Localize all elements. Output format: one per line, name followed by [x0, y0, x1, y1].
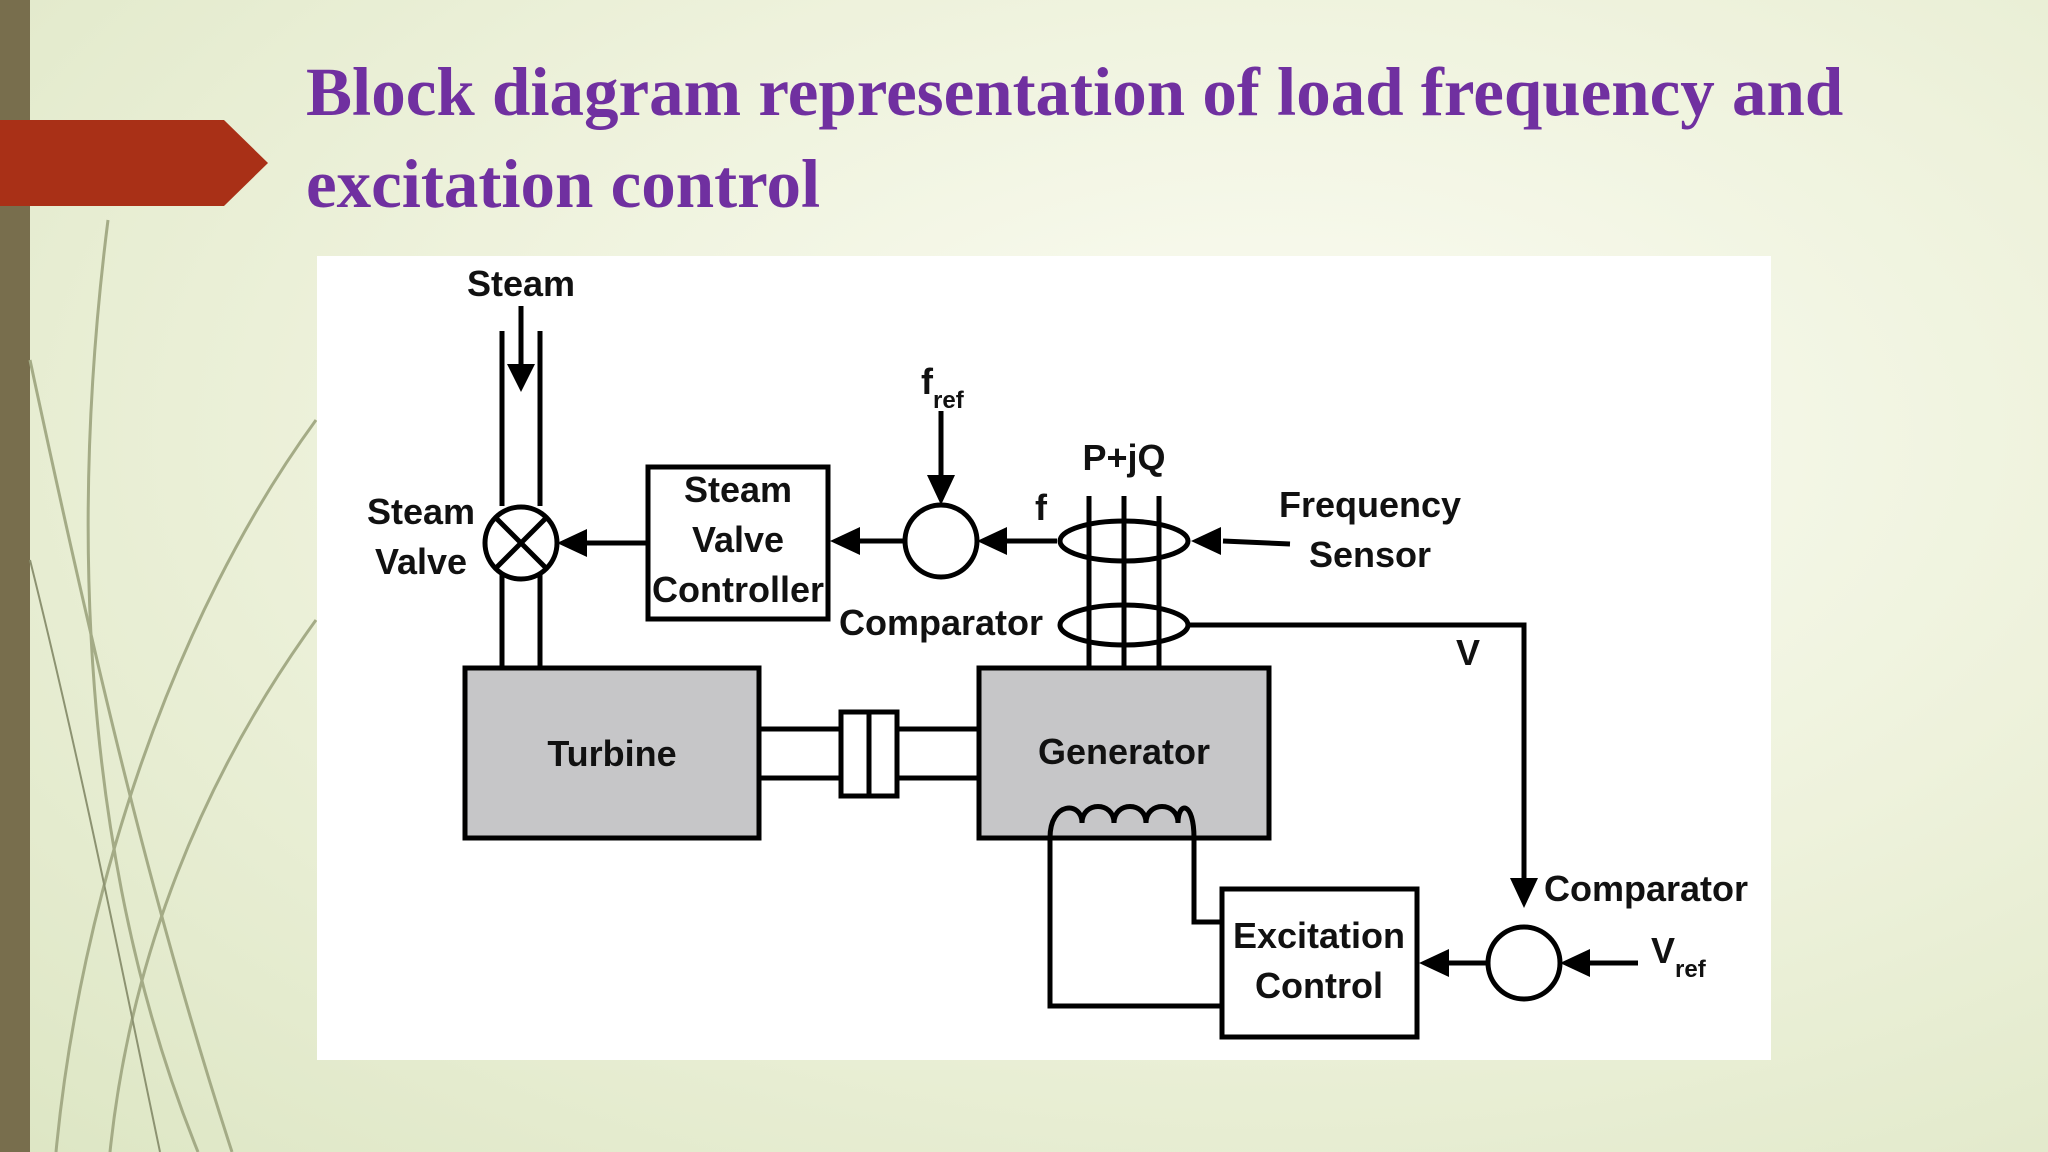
slide-title: Block diagram representation of load fre…	[306, 54, 1844, 222]
excitation-label-line2: Control	[1255, 965, 1383, 1006]
diagram-panel: Steam Steam Valve Steam Valve Controller…	[317, 256, 1771, 1060]
controller-label-line2: Valve	[692, 519, 784, 560]
frequency-signal-label: f	[1035, 487, 1048, 528]
field-wire-left	[1047, 838, 1222, 1009]
steam-label: Steam	[467, 263, 575, 304]
generator-label: Generator	[1038, 731, 1210, 772]
controller-to-valve-arrowhead	[557, 529, 587, 557]
steam-valve-symbol	[482, 504, 560, 582]
excitation-control-block	[1219, 886, 1420, 1040]
voltage-feedback-arrowhead	[1510, 878, 1538, 908]
voltage-signal-label: V	[1456, 632, 1480, 673]
fref-input-arrowhead	[927, 475, 955, 505]
title-accent-arrow	[0, 120, 268, 206]
shaft-coupling	[759, 709, 979, 799]
comparator-top-label: Comparator	[839, 602, 1043, 643]
vref-input-arrowhead	[1560, 949, 1590, 977]
field-wire-right	[1191, 838, 1222, 925]
voltage-comparator	[1485, 924, 1563, 1002]
frequency-sensor-line	[1222, 538, 1291, 547]
block-diagram: Steam Steam Valve Steam Valve Controller…	[367, 263, 1748, 1040]
pq-label: P+jQ	[1082, 437, 1165, 478]
turbine-label: Turbine	[547, 733, 676, 774]
steam-valve-label-line2: Valve	[375, 541, 467, 582]
frequency-sensor-arrowhead	[1191, 527, 1221, 555]
decorative-grass-lines	[28, 219, 318, 1152]
steam-inlet-arrowhead	[507, 364, 535, 392]
frequency-signal-arrowhead	[977, 527, 1007, 555]
field-winding-coil	[1047, 804, 1197, 839]
frequency-comparator	[902, 502, 980, 580]
turbine-block	[462, 665, 762, 841]
voltage-feedback-line	[1188, 622, 1527, 880]
frequency-sensor-label-line2: Sensor	[1309, 534, 1431, 575]
comparator-bottom-label: Comparator	[1544, 868, 1748, 909]
excitation-label-line1: Excitation	[1233, 915, 1405, 956]
steam-valve-controller-block	[645, 464, 831, 622]
frequency-sensor-label-line1: Frequency	[1279, 484, 1461, 525]
steam-pipe	[499, 306, 543, 668]
controller-label-line1: Steam	[684, 469, 792, 510]
frequency-sensing-coil	[1057, 518, 1191, 564]
steam-valve-label-line1: Steam	[367, 491, 475, 532]
comparator-to-excitation-arrowhead	[1419, 949, 1449, 977]
vref-label: Vref	[1651, 930, 1707, 983]
comparator-to-controller-arrowhead	[830, 527, 860, 555]
fref-label: fref	[921, 361, 965, 414]
controller-label-line3: Controller	[652, 569, 824, 610]
